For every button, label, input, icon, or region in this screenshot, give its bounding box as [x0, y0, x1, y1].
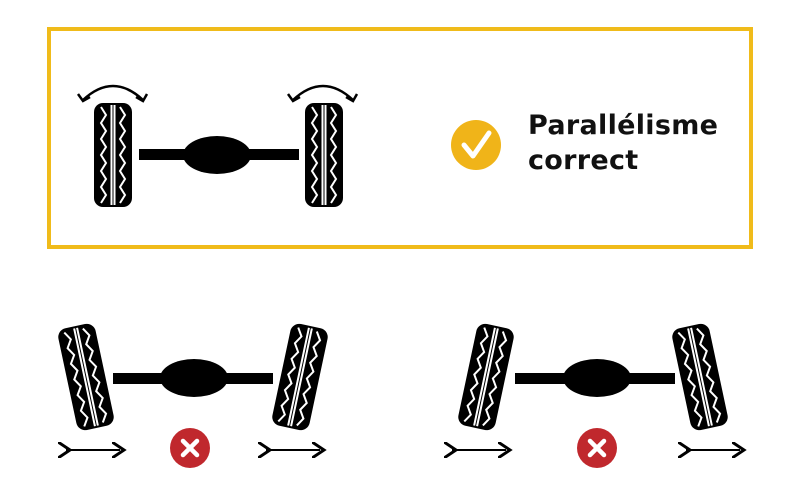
correct-alignment-label: Parallélisme correct [528, 108, 718, 178]
check-circle-icon [451, 120, 501, 170]
x-circle-icon [170, 428, 210, 468]
label-line-2: correct [528, 145, 639, 176]
x-circle-icon [577, 428, 617, 468]
toe-in-axle-diagram [452, 321, 740, 450]
label-line-1: Parallélisme [528, 110, 719, 141]
correct-alignment-panel [47, 27, 753, 249]
toe-out-axle-diagram [55, 321, 331, 450]
correct-axle-diagram [76, 84, 359, 208]
